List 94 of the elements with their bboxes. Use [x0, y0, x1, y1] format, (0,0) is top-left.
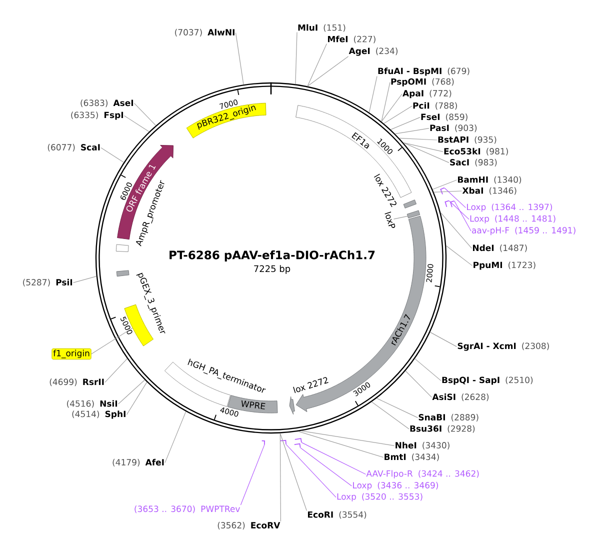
site-label: BfuAI - BspMI (679): [378, 68, 470, 76]
primer-mark: [444, 200, 450, 208]
site-label: BspQI - SapI (2510): [442, 376, 533, 385]
site-label: (4179) AfeI: [112, 458, 164, 466]
leader-line: [393, 216, 408, 220]
primer-label: Loxp (3520 .. 3553): [337, 493, 422, 502]
site-label: PasI (903): [430, 124, 477, 132]
site-label: MfeI (227): [328, 36, 376, 44]
leader-line: [124, 115, 150, 132]
leader-line: [100, 147, 124, 163]
primer-mark: [261, 440, 266, 446]
leader-line: [405, 370, 432, 398]
site-label: (6383) AseI: [80, 100, 134, 108]
site-label: EcoRI (3554): [308, 511, 366, 519]
primer-label: aav-pH-F (1459 .. 1491): [472, 226, 576, 236]
site-label: BstAPI (935): [438, 136, 496, 144]
feature-box: [406, 210, 420, 218]
site-label: PciI (788): [413, 102, 457, 110]
leader-line: [394, 128, 430, 134]
primer-label: Loxp (3436 .. 3469): [353, 482, 438, 490]
leader-line: [118, 380, 145, 404]
primer-label: AAV-Flpo-R (3424 .. 3462): [366, 470, 479, 478]
site-label: (5287) PsiI: [23, 278, 72, 286]
leader-line: [376, 398, 418, 418]
site-label: FseI (859): [421, 114, 468, 122]
leader-line: [432, 180, 457, 190]
leader-line: [301, 430, 395, 446]
leader-line: [235, 32, 244, 85]
leader-line: [403, 142, 450, 163]
site-label: (3562) EcoRV: [218, 522, 280, 530]
leader-line: [295, 32, 298, 84]
site-label: (4514) SphI: [72, 410, 126, 419]
leader-line: [280, 433, 281, 522]
leader-line: [448, 200, 470, 220]
site-label: MluI (151): [298, 24, 346, 32]
leader-line: [91, 328, 133, 354]
primer-label: Loxp (1448 .. 1481): [470, 215, 556, 224]
site-label: Bsu36I (2928): [410, 425, 475, 433]
primer-mark: [440, 187, 445, 195]
site-label: BmtI (3434): [384, 454, 439, 462]
site-label: (6077) ScaI: [48, 144, 100, 152]
leader-line: [381, 82, 390, 122]
site-label: SgrAI - XcmI (2308): [458, 342, 549, 351]
primer-label: (3653 .. 3670) PWPTRev: [134, 506, 240, 514]
leader-line: [104, 358, 128, 383]
feature-label: f1_origin: [52, 348, 92, 360]
site-label: BamHI (1340): [458, 176, 522, 184]
leader-line: [280, 433, 307, 511]
leader-line: [307, 43, 327, 87]
feature-label: lox 2272: [293, 377, 328, 394]
site-label: XbaI (1346): [462, 187, 516, 195]
leader-line: [444, 188, 466, 208]
primer-mark: [450, 200, 455, 208]
primer-mark: [280, 440, 286, 445]
site-label: NdeI (1487): [472, 244, 527, 252]
primer-mark: [294, 438, 302, 443]
leader-line: [446, 245, 473, 266]
leader-line: [240, 444, 265, 506]
leader-line: [403, 142, 444, 152]
leader-line: [390, 117, 420, 130]
leader-line: [381, 94, 402, 122]
leader-line: [301, 442, 366, 475]
leader-line: [134, 103, 156, 126]
leader-line: [307, 56, 349, 87]
site-label: ApaI (772): [402, 90, 452, 98]
leader-line: [298, 431, 384, 458]
leader-line: [384, 106, 412, 124]
leader-line: [300, 448, 352, 486]
leader-line: [73, 276, 97, 283]
site-label: (7037) AlwNI: [175, 28, 234, 36]
site-label: PspOMI (768): [391, 78, 454, 86]
leader-line: [454, 200, 472, 232]
leader-line: [399, 138, 438, 140]
primer-mark: [294, 443, 301, 448]
leader-line: [371, 402, 410, 430]
site-label: PpuMI (1723): [474, 262, 536, 270]
site-label: (4699) RsrII: [50, 378, 104, 386]
leader-line: [414, 358, 442, 381]
site-label: (6335) FspI: [71, 112, 124, 120]
primer-label: Loxp (1364 .. 1397): [467, 204, 552, 212]
site-label: NheI (3430): [396, 442, 450, 450]
site-label: (4516) NsiI: [67, 400, 118, 408]
leader-line: [368, 76, 378, 113]
leader-line: [430, 332, 457, 347]
site-label: SnaBI (2889): [418, 414, 478, 422]
site-label: Eco53kI (981): [444, 148, 508, 156]
leader-line: [164, 411, 186, 463]
leader-line: [286, 444, 336, 498]
leader-line: [126, 382, 148, 415]
site-label: SacI (983): [450, 158, 497, 166]
leader-line: [434, 190, 462, 193]
site-label: AgeI (234): [348, 48, 398, 56]
leader-line: [440, 212, 472, 249]
site-label: AsiSI (2628): [432, 394, 489, 402]
